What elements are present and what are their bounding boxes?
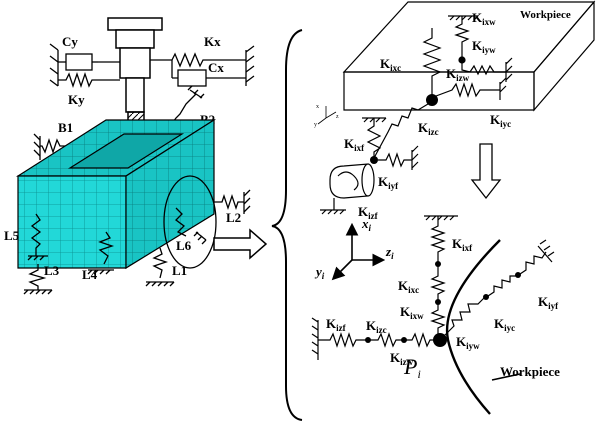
locator-cylinder <box>320 163 375 215</box>
small-axis-y: y <box>314 122 317 128</box>
spring-chain-z <box>311 317 434 360</box>
label-kixf-top: Kixf <box>344 136 365 153</box>
node-y2 <box>515 272 521 278</box>
label-kixc-bottom: Kixc <box>398 278 419 295</box>
small-axis-z: z <box>336 114 339 120</box>
label-pi: Pi <box>403 354 421 381</box>
left-fixture-model: Cy Ky Kx Cx B2 B1 <box>4 17 268 295</box>
label-l6: L6 <box>176 238 192 253</box>
label-kiyc-top: Kiyc <box>490 112 511 129</box>
spring-kiyc-top <box>435 77 507 100</box>
spring-kiyf-top <box>378 145 419 170</box>
axis-z-label: zi <box>385 244 394 261</box>
spring-kiyw-top <box>461 57 513 82</box>
top-right-model: Workpiece Kixw Kiyw Kizw Kixc Kiyc <box>314 0 596 221</box>
label-kizw-bottom: Kizw <box>390 350 414 367</box>
supports <box>23 189 251 295</box>
brace <box>271 29 303 421</box>
node-x2 <box>435 299 441 305</box>
label-l2: L2 <box>226 210 241 225</box>
label-kixw-bottom: Kixw <box>400 304 424 321</box>
label-kizw-top: Kizw <box>446 66 470 83</box>
spring-chain-x <box>424 215 458 334</box>
node-y1 <box>483 294 489 300</box>
spring-b2 <box>169 85 205 127</box>
label-kixc-top: Kixc <box>380 56 401 73</box>
label-cx: Cx <box>208 60 224 75</box>
contact-point-top <box>426 94 438 106</box>
locator-node <box>370 156 378 164</box>
label-kixw-top: Kixw <box>472 10 496 27</box>
node-z2 <box>401 337 407 343</box>
spring-kizc-top <box>373 103 429 159</box>
label-workpiece-top: Workpiece <box>520 9 571 21</box>
small-axes <box>317 106 337 125</box>
label-l3: L3 <box>44 263 60 278</box>
fixture-block <box>15 118 217 270</box>
axis-y-label: yi <box>314 264 325 281</box>
workpiece-leader <box>491 373 521 381</box>
label-cy: Cy <box>62 34 78 49</box>
label-kiyf-top: Kiyf <box>378 174 399 191</box>
label-workpiece-bottom: Workpiece <box>500 364 560 379</box>
label-kiyw-bottom: Kiyw <box>456 334 480 351</box>
zoom-arrow <box>213 228 268 260</box>
label-kiyf-bottom: Kiyf <box>538 294 559 311</box>
label-kizf-top: Kizf <box>358 204 379 221</box>
spring-kixf-top <box>362 117 387 158</box>
spring-b1 <box>33 133 70 160</box>
coordinate-axes <box>331 222 386 281</box>
l6-highlight-ellipse <box>163 175 217 269</box>
label-kx: Kx <box>204 34 221 49</box>
down-arrow <box>470 143 502 200</box>
label-kiyc-bottom: Kiyc <box>494 316 515 333</box>
spring-chain-y <box>443 239 555 337</box>
label-b1: B1 <box>58 120 73 135</box>
label-l4: L4 <box>82 267 98 282</box>
spring-kixc-top <box>422 28 442 98</box>
label-kizf-bottom: Kizf <box>326 316 347 333</box>
node-x1 <box>435 261 441 267</box>
bottom-right-model: xi zi yi Workpiece Pi Kixf Kixc Kixw <box>311 215 560 415</box>
node-z1 <box>365 337 371 343</box>
label-kiyw-top: Kiyw <box>472 38 496 55</box>
label-ky: Ky <box>68 92 85 107</box>
small-axis-x: x <box>316 104 319 110</box>
label-l1: L1 <box>172 263 187 278</box>
label-l5: L5 <box>4 228 20 243</box>
label-kizc-bottom: Kizc <box>366 318 387 335</box>
spring-kx-cx <box>150 45 255 87</box>
workpiece-surface <box>445 239 501 415</box>
label-kizc-top: Kizc <box>418 120 439 137</box>
axis-x-label: xi <box>361 216 372 233</box>
spring-cy-ky <box>49 43 120 89</box>
contact-point-pi <box>433 333 447 347</box>
label-kixf-bottom: Kixf <box>452 236 473 253</box>
